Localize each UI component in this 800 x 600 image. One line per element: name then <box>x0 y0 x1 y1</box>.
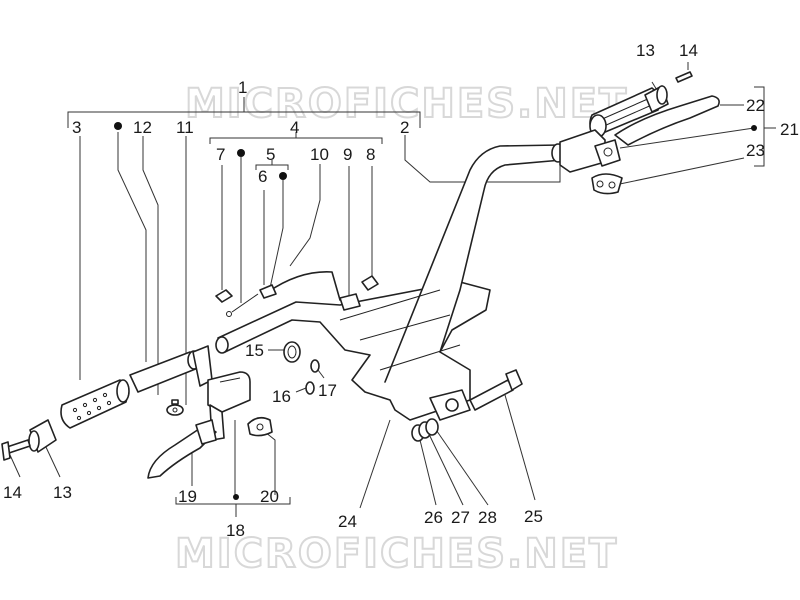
callout-6: 6 <box>258 167 267 186</box>
callout-13-left: 13 <box>53 483 72 502</box>
callout-14-right: 14 <box>679 41 698 60</box>
callout-21: 21 <box>780 120 799 139</box>
callout-3: 3 <box>72 118 81 137</box>
callout-17: 17 <box>318 381 337 400</box>
right-brake-assembly <box>559 95 720 173</box>
watermark-bottom: MICROFICHES.NET <box>175 531 618 577</box>
callout-4: 4 <box>290 118 299 137</box>
group-brackets <box>67 86 776 517</box>
callout-22: 22 <box>746 96 765 115</box>
dot-markers <box>114 122 757 500</box>
callout-12: 12 <box>133 118 152 137</box>
callout-5: 5 <box>266 145 275 164</box>
callout-27: 27 <box>451 508 470 527</box>
callout-25: 25 <box>524 507 543 526</box>
callout-labels: 1 2 3 4 5 6 7 8 9 10 11 12 13 14 13 14 1… <box>3 41 799 540</box>
callout-28: 28 <box>478 508 497 527</box>
callout-2: 2 <box>400 118 409 137</box>
callout-11: 11 <box>176 118 194 137</box>
clamp-20 <box>247 416 273 437</box>
callout-13-right: 13 <box>636 41 655 60</box>
washers-26-28 <box>411 418 439 442</box>
cable-assembly <box>215 271 379 317</box>
callout-7: 7 <box>216 145 225 164</box>
washer-11 <box>166 399 184 416</box>
callout-19: 19 <box>178 487 197 506</box>
rings-15-17 <box>283 341 320 395</box>
callout-9: 9 <box>343 145 352 164</box>
callout-16: 16 <box>272 387 291 406</box>
callout-15: 15 <box>245 341 264 360</box>
left-bar-end <box>1 419 57 461</box>
bolt-25 <box>469 369 523 411</box>
callout-18: 18 <box>226 521 245 540</box>
callout-20: 20 <box>260 487 279 506</box>
left-brake-assembly <box>147 371 251 479</box>
callout-8: 8 <box>366 145 375 164</box>
callout-14-left: 14 <box>3 483 22 502</box>
callout-24: 24 <box>338 512 357 531</box>
callout-10: 10 <box>310 145 329 164</box>
throttle-tube <box>129 345 213 393</box>
right-grip <box>589 71 693 138</box>
callout-23: 23 <box>746 141 765 160</box>
watermark-top: MICROFICHES.NET <box>185 81 628 127</box>
callout-26: 26 <box>424 508 443 527</box>
left-grip <box>60 379 130 429</box>
callout-1: 1 <box>238 78 247 97</box>
clamp-23 <box>591 173 623 195</box>
handlebar-frame <box>215 143 565 421</box>
